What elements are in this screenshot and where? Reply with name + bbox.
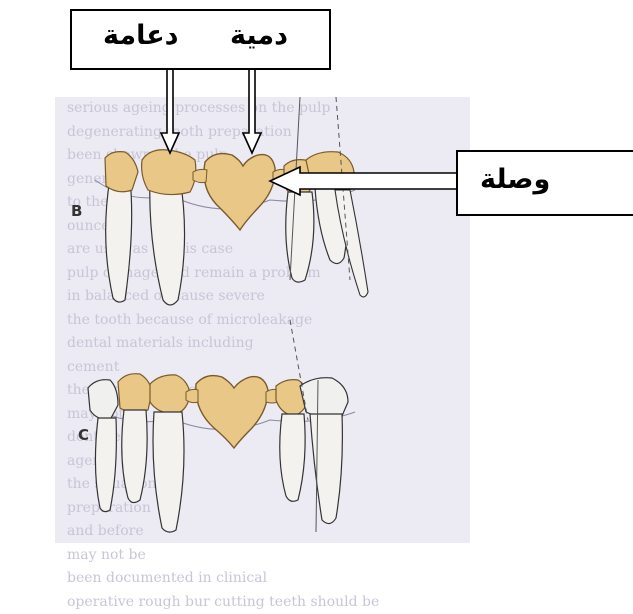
arrow-connector bbox=[270, 167, 458, 195]
background-text-line: may not be bbox=[67, 544, 467, 568]
root-c-2 bbox=[153, 412, 184, 532]
label-pontic: دمية bbox=[230, 20, 288, 51]
root-c-1 bbox=[122, 410, 147, 503]
crown-abutment-left bbox=[142, 150, 196, 195]
crown-c-1 bbox=[118, 374, 152, 413]
crown-c-abutment bbox=[150, 375, 190, 414]
incisor-crown-c bbox=[88, 380, 118, 420]
incisor-root-c bbox=[95, 418, 116, 512]
crown-left-1 bbox=[105, 152, 138, 192]
connector-left bbox=[193, 169, 207, 182]
pontic bbox=[204, 154, 275, 230]
background-text-line: operative rough bur cutting teeth should… bbox=[67, 591, 467, 614]
teeth-diagram bbox=[0, 0, 633, 543]
molar-crown-c bbox=[300, 378, 348, 418]
background-text-line: been documented in clinical bbox=[67, 567, 467, 591]
abutment-tooth-left-root bbox=[106, 178, 132, 302]
root-c-3 bbox=[280, 414, 305, 501]
abutment-tooth-right-root-1 bbox=[150, 178, 185, 305]
abutment-tooth-right-root-2 bbox=[286, 192, 314, 282]
connector-c-left bbox=[186, 389, 198, 402]
arrow-abutment bbox=[161, 68, 179, 153]
panel-b bbox=[95, 97, 368, 305]
molar-root-c bbox=[310, 414, 342, 524]
label-abutment: دعامة bbox=[103, 20, 179, 51]
arrow-pontic bbox=[243, 68, 261, 153]
panel-c bbox=[88, 320, 355, 532]
label-connector: وصلة bbox=[480, 164, 550, 195]
pontic-c bbox=[196, 376, 268, 448]
